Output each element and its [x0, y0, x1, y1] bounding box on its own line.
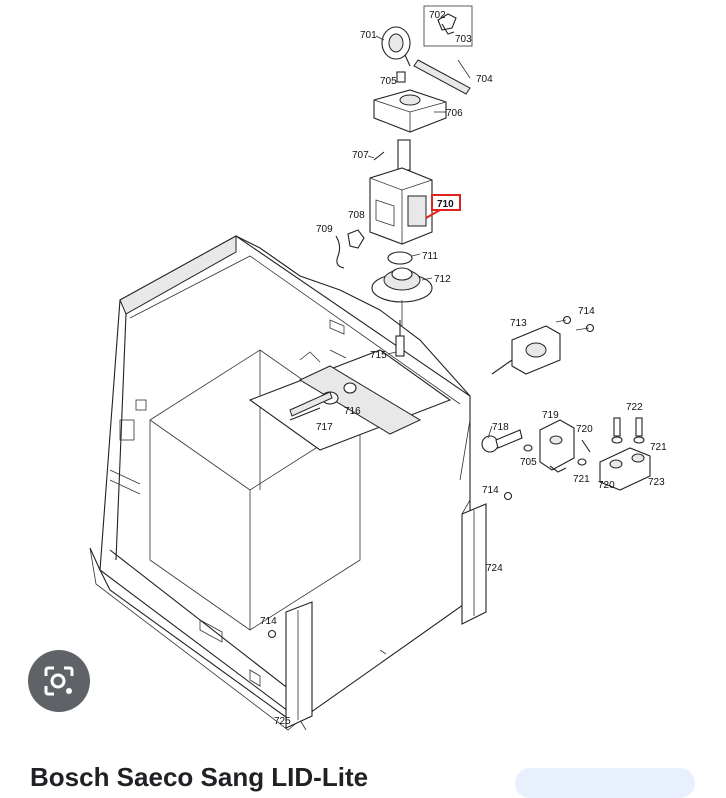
label-712: 712	[434, 274, 451, 285]
label-720a: 720	[576, 424, 593, 435]
part-702-clip	[423, 5, 473, 47]
label-705a: 705	[380, 76, 397, 87]
part-721-oring	[577, 458, 587, 466]
part-720-pin	[581, 439, 591, 453]
highlight-leader-710	[425, 209, 441, 219]
label-710: 710	[437, 199, 454, 210]
label-722: 722	[626, 402, 643, 413]
label-707: 707	[352, 150, 369, 161]
label-718: 718	[492, 422, 509, 433]
part-725-rail	[285, 601, 313, 729]
part-719-valve-body	[539, 419, 575, 473]
part-724-rail	[461, 503, 487, 625]
label-723: 723	[648, 477, 665, 488]
label-717: 717	[316, 422, 333, 433]
label-703: 703	[455, 34, 472, 45]
main-frame	[89, 235, 471, 731]
label-701: 701	[360, 30, 377, 41]
label-720b: 720	[598, 480, 615, 491]
exploded-parts-diagram: 701 702 703 704 705 706 707 708 709 710 …	[89, 5, 667, 731]
label-714a: 714	[578, 306, 595, 317]
result-action-pill[interactable]	[515, 768, 695, 798]
visual-search-button[interactable]	[28, 650, 90, 712]
part-706-housing	[373, 89, 447, 133]
label-724: 724	[486, 563, 503, 574]
highlight-box-710	[431, 194, 461, 211]
part-714-screw-a	[555, 315, 595, 333]
part-701-knob	[381, 26, 411, 67]
part-705-nozzle	[396, 71, 406, 83]
part-709-spring-clip	[335, 235, 345, 269]
part-714-screw-b	[503, 491, 513, 501]
label-721b: 721	[573, 474, 590, 485]
part-710-pump	[369, 139, 433, 245]
part-704-tube	[413, 59, 471, 95]
result-title[interactable]: Bosch Saeco Sang LID-Lite	[30, 762, 369, 792]
part-722-fittings	[611, 417, 645, 444]
lens-search-icon	[44, 666, 74, 696]
part-711-ring	[387, 251, 413, 265]
label-705b: 705	[520, 457, 537, 468]
part-717-tube	[289, 391, 333, 417]
part-705-oring-b	[523, 444, 533, 452]
label-721a: 721	[650, 442, 667, 453]
label-711: 711	[422, 251, 438, 262]
label-702: 702	[429, 10, 446, 21]
label-719: 719	[542, 410, 559, 421]
part-708-clip	[347, 229, 365, 249]
part-707-pin	[373, 151, 385, 161]
part-713-thermostat	[491, 325, 561, 375]
label-716: 716	[344, 406, 361, 417]
label-708: 708	[348, 210, 365, 221]
label-709: 709	[316, 224, 333, 235]
label-706: 706	[446, 108, 463, 119]
label-713: 713	[510, 318, 527, 329]
part-723-manifold	[599, 447, 651, 491]
label-714c: 714	[260, 616, 277, 627]
part-712-damper	[371, 267, 433, 326]
label-704: 704	[476, 74, 493, 85]
label-725: 725	[274, 716, 291, 727]
label-714b: 714	[482, 485, 499, 496]
part-718-valve	[481, 429, 523, 453]
label-715: 715	[370, 350, 387, 361]
part-labels: 701 702 703 704 705 706 707 708 709 710 …	[260, 10, 667, 727]
leader-lines	[367, 35, 493, 515]
part-714-screw-c	[267, 629, 277, 639]
